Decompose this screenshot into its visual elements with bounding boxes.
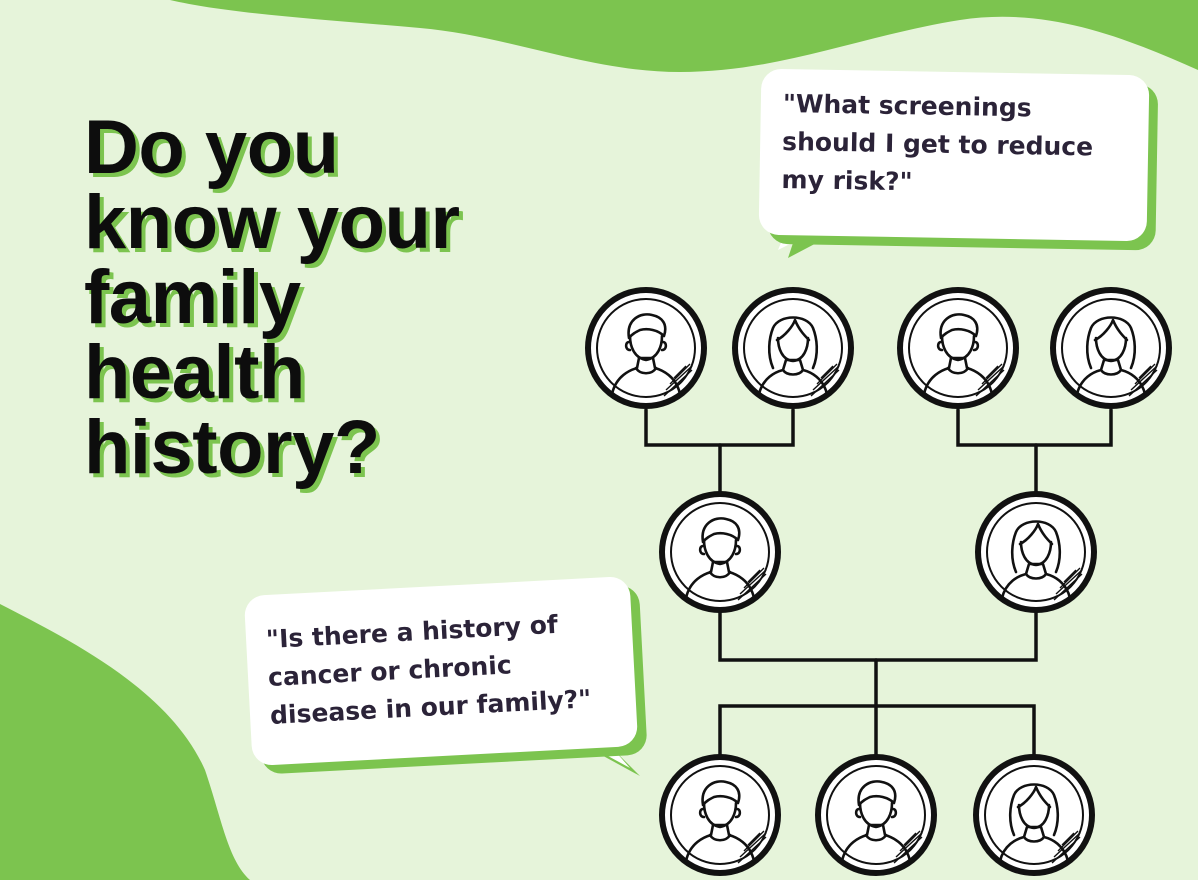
headline-line: family — [84, 255, 301, 340]
headline-line: know your — [84, 180, 460, 265]
bubble-text: "Is there a history of cancer or chronic… — [265, 604, 592, 735]
bubble-line: should I get to reduce — [781, 127, 1094, 162]
bottom-left-green-blob — [0, 604, 250, 880]
bubble-line: my risk?" — [781, 164, 913, 197]
speech-bubble-history: "Is there a history of cancer or chronic… — [243, 576, 639, 766]
headline: Do you know your family health history? — [84, 105, 460, 490]
headline-line: history? — [84, 405, 380, 490]
bubble-line: "What screenings — [782, 89, 1032, 123]
headline-line: health — [84, 330, 305, 415]
speech-bubble-screenings: "What screenings should I get to reduce … — [758, 68, 1150, 242]
top-green-wave — [170, 0, 1198, 72]
bubble-text: "What screenings should I get to reduce … — [781, 85, 1094, 204]
headline-line: Do you — [84, 105, 339, 190]
